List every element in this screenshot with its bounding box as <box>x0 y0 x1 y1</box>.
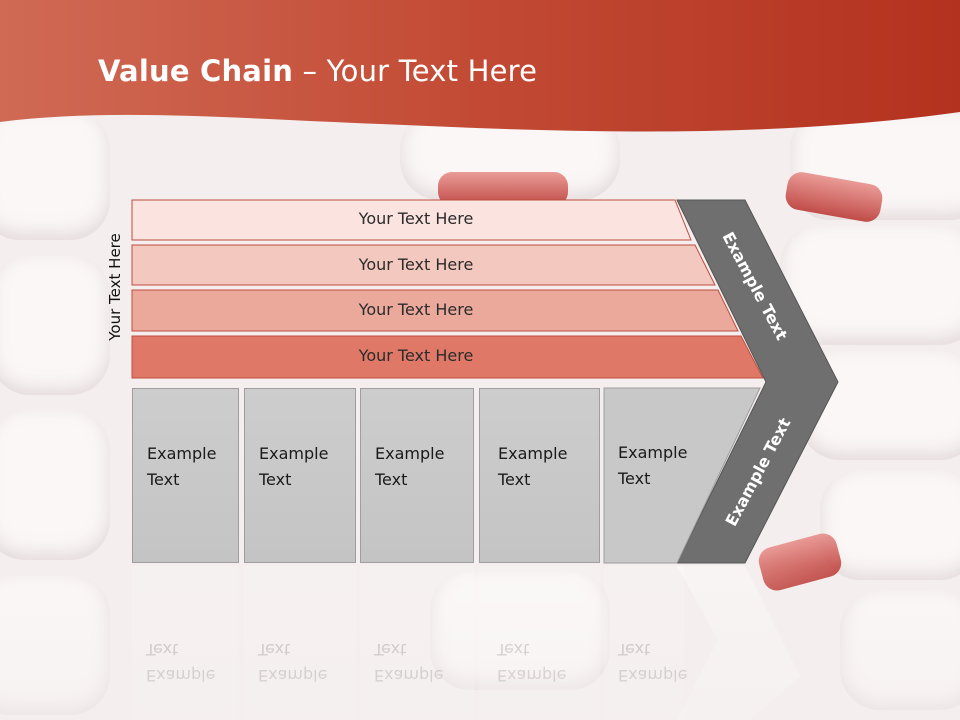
box-line: Text <box>498 470 531 489</box>
box-line: Example <box>259 444 329 463</box>
bar-3 <box>131 289 739 332</box>
page-title: Value Chain – Your Text Here <box>98 54 537 88</box>
box-line: Example <box>147 444 217 463</box>
example-box-1-text: Example Text <box>147 441 216 493</box>
example-box-2: Example Text <box>244 388 356 563</box>
bar-1 <box>131 199 692 241</box>
box-line: Example <box>375 444 445 463</box>
bar-label-1: Your Text Here <box>358 209 474 228</box>
example-box-4: Example Text <box>479 388 600 563</box>
box-line: Example <box>498 444 568 463</box>
example-box-3-text: Example Text <box>375 441 444 493</box>
box-line: Text <box>375 470 408 489</box>
box-line: Text <box>147 470 180 489</box>
example-box-5-text: Example Text <box>618 440 687 492</box>
box-line: Text <box>259 470 292 489</box>
bar-2 <box>131 244 716 286</box>
example-box-5: Example Text <box>604 388 754 563</box>
example-box-2-text: Example Text <box>259 441 328 493</box>
title-bold: Value Chain <box>98 54 294 88</box>
box-line: Text <box>618 469 651 488</box>
title-rest: – Your Text Here <box>293 54 538 88</box>
box-line: Example <box>618 443 688 462</box>
example-box-1: Example Text <box>132 388 239 563</box>
header-band <box>0 0 960 132</box>
bar-4 <box>131 335 764 379</box>
bottom-fade <box>0 565 960 720</box>
chevron <box>676 199 839 564</box>
example-box-4-text: Example Text <box>498 441 567 493</box>
bar-label-2: Your Text Here <box>358 255 474 274</box>
bar-label-3: Your Text Here <box>358 300 474 319</box>
example-box-3: Example Text <box>360 388 474 563</box>
bar-label-4: Your Text Here <box>358 346 474 365</box>
